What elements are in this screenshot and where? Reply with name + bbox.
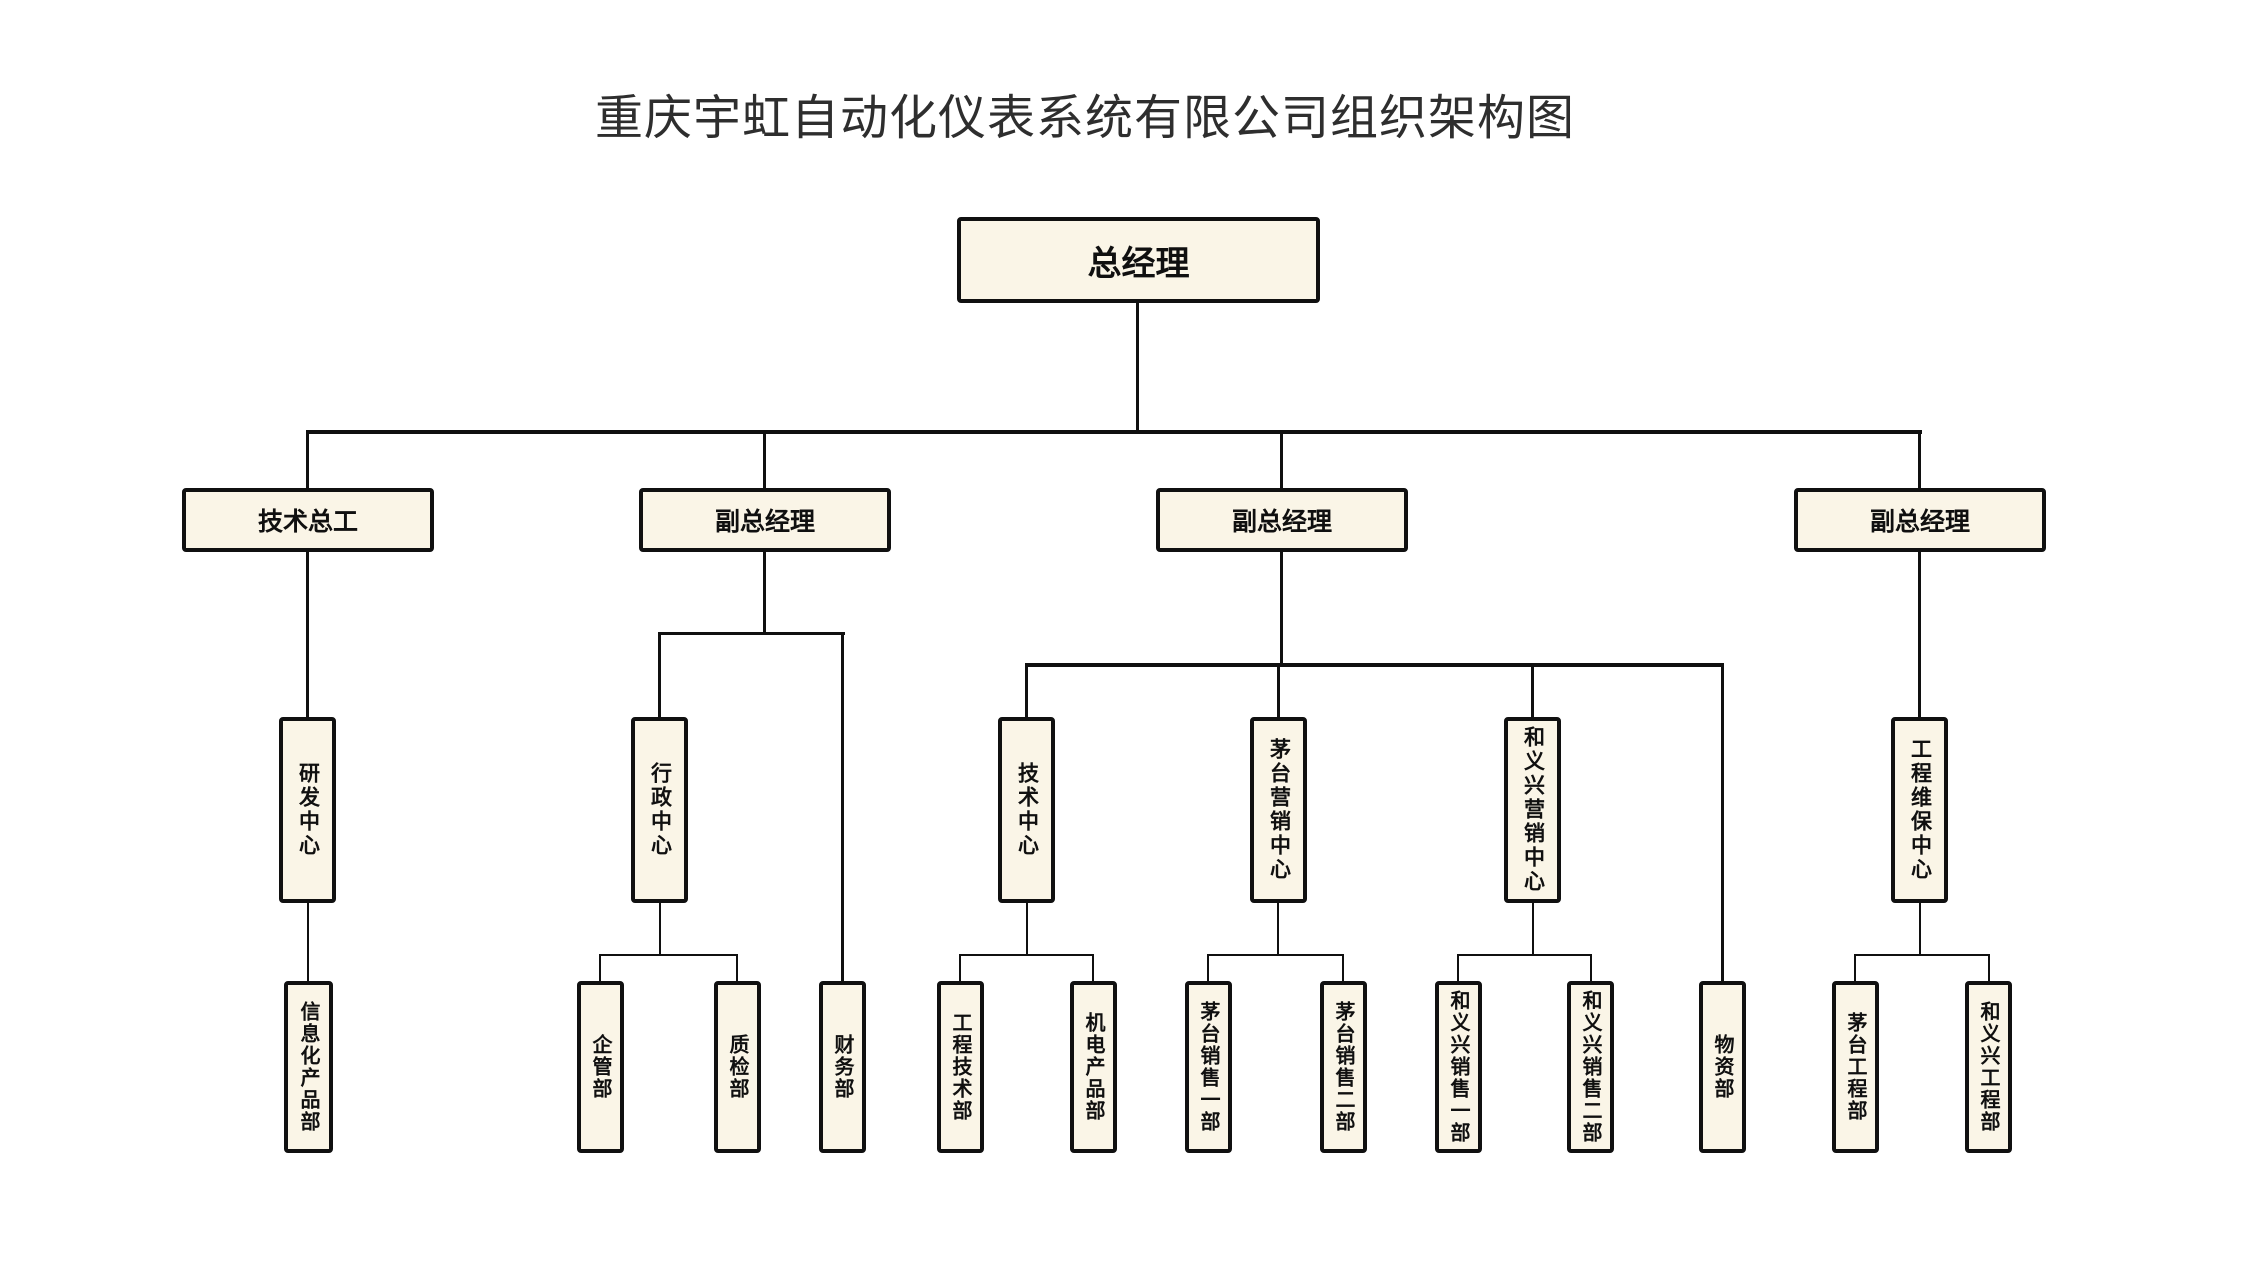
node-maotai-marketing-center: 茅台营销中心 [1250,717,1307,903]
node-info-products-dept: 信息化产品部 [284,981,333,1153]
connector-admin-drop-1 [599,954,601,981]
connector-drop-branch2 [763,430,766,488]
connector-root-trunk [1136,303,1139,433]
node-heyixing-sales-1-dept: 和义兴销售一部 [1435,981,1482,1153]
connector-branch3-drop-materials [1721,663,1724,981]
node-quality-inspection-dept: 质检部 [714,981,761,1153]
node-deputy-gm-1: 副总经理 [639,488,891,552]
connector-tech-drop-1 [959,954,961,981]
node-rd-center: 研发中心 [279,717,336,903]
connector-branch3-drop-tech [1025,663,1028,717]
node-maotai-sales-1-dept: 茅台销售一部 [1185,981,1232,1153]
connector-admin-drop-2 [736,954,738,981]
node-enterprise-mgmt-dept: 企管部 [577,981,624,1153]
node-chief-engineer: 技术总工 [182,488,434,552]
connector-admin-trunk [659,903,661,956]
connector-maotai-drop-2 [1342,954,1344,981]
node-maintenance-center: 工程维保中心 [1891,717,1948,903]
node-electromechanical-dept: 机电产品部 [1070,981,1117,1153]
connector-level2-bus [306,430,1922,434]
connector-drop-branch3 [1280,430,1283,488]
connector-maotai-drop-1 [1207,954,1209,981]
connector-branch3-bus [1025,663,1724,667]
connector-branch2-bus [658,632,845,635]
node-heyixing-sales-2-dept: 和义兴销售二部 [1567,981,1614,1153]
connector-branch3-trunk [1280,552,1283,665]
connector-tech-drop-2 [1092,954,1094,981]
node-maotai-sales-2-dept: 茅台销售二部 [1320,981,1367,1153]
connector-branch2-drop-admin [658,632,661,717]
connector-branch3-drop-heyixing [1531,663,1534,717]
node-engineering-tech-dept: 工程技术部 [937,981,984,1153]
chart-title: 重庆宇虹自动化仪表系统有限公司组织架构图 [594,92,1575,145]
node-deputy-gm-3: 副总经理 [1794,488,2046,552]
connector-branch2-drop-finance [841,632,844,981]
connector-rd-drop [307,903,309,981]
connector-heyixing-drop-2 [1590,954,1592,981]
connector-drop-branch4 [1918,430,1921,488]
connector-tech-trunk [1026,903,1028,956]
node-general-manager: 总经理 [957,217,1320,303]
connector-maintenance-bus [1854,954,1990,956]
node-maotai-engineering-dept: 茅台工程部 [1832,981,1879,1153]
connector-maintenance-drop-2 [1988,954,1990,981]
connector-tech-bus [959,954,1094,956]
connector-branch2-trunk [763,552,766,634]
connector-maotai-bus [1207,954,1344,956]
node-tech-center: 技术中心 [998,717,1055,903]
node-materials-dept: 物资部 [1699,981,1746,1153]
node-finance-dept: 财务部 [819,981,866,1153]
connector-branch4-center [1918,552,1921,717]
connector-drop-branch1 [306,430,309,488]
node-heyixing-marketing-center: 和义兴营销中心 [1504,717,1561,903]
node-deputy-gm-2: 副总经理 [1156,488,1408,552]
connector-heyixing-trunk [1532,903,1534,956]
connector-heyixing-drop-1 [1457,954,1459,981]
connector-branch1-center [306,552,309,717]
connector-maotai-trunk [1277,903,1279,956]
connector-maintenance-trunk [1919,903,1921,956]
connector-heyixing-bus [1457,954,1592,956]
connector-branch3-drop-maotai [1277,663,1280,717]
node-admin-center: 行政中心 [631,717,688,903]
connector-maintenance-drop-1 [1854,954,1856,981]
node-heyixing-engineering-dept: 和义兴工程部 [1965,981,2012,1153]
connector-admin-bus [599,954,738,956]
